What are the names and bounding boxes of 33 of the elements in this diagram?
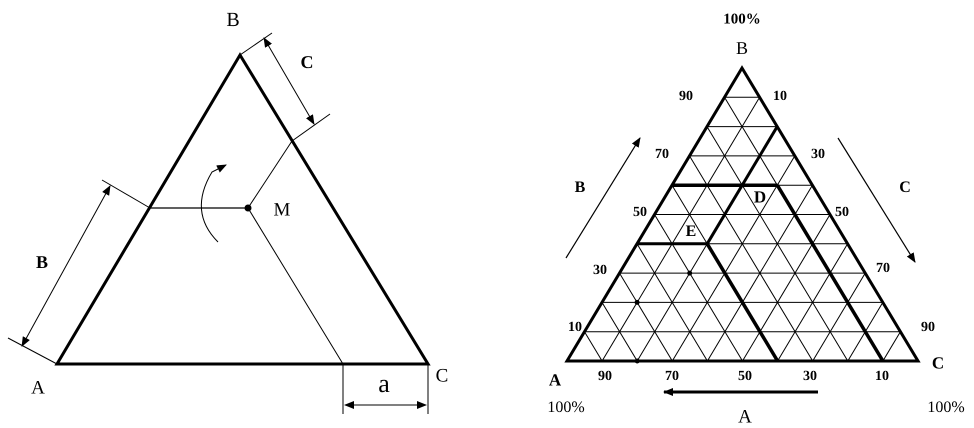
vertex-label: B	[226, 10, 240, 30]
dimension-label: C	[300, 53, 314, 71]
vertex-label: C	[436, 366, 448, 386]
tick-label: 70	[655, 148, 669, 162]
tick-label: 30	[811, 148, 825, 162]
tick-label: 90	[598, 370, 612, 384]
tick-label: 10	[875, 370, 889, 384]
axis-label: A	[738, 408, 752, 426]
dimension-label: B	[36, 253, 48, 271]
tick-label: 70	[876, 262, 890, 276]
tick-label: 70	[665, 370, 679, 384]
tick-label: 50	[738, 370, 752, 384]
vertex-label: B	[736, 39, 748, 57]
point-label: M	[274, 200, 290, 220]
vertex-label: A	[31, 378, 45, 398]
tick-label: 90	[921, 321, 935, 335]
tick-label: 10	[568, 321, 582, 335]
percent-label: 100%	[723, 12, 761, 28]
percent-label: 100%	[927, 400, 965, 416]
tick-label: 50	[633, 206, 647, 220]
tick-label: 30	[803, 370, 817, 384]
vertex-label: C	[932, 354, 944, 372]
percent-label: 100%	[547, 400, 585, 416]
tick-label: 90	[679, 90, 693, 104]
axis-label: C	[899, 180, 911, 196]
vertex-label: A	[548, 372, 562, 388]
tick-label: 10	[773, 90, 787, 104]
axis-label: B	[574, 180, 586, 196]
dimension-label: a	[378, 371, 390, 397]
tick-label: 50	[835, 206, 849, 220]
point-label: E	[686, 224, 696, 240]
tick-label: 30	[593, 264, 607, 278]
point-label: D	[754, 188, 766, 206]
